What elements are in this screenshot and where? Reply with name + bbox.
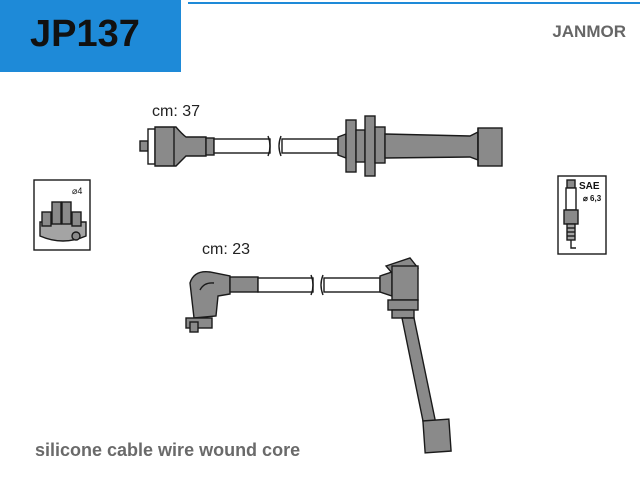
header-rule [188,2,640,4]
cable-23: cm: 23 [185,241,452,454]
cable-23-length-label: cm: 23 [202,241,250,258]
part-number: JP137 [30,13,140,55]
part-number-banner: JP137 [0,0,181,72]
cable-23-wire-left [257,277,314,293]
plug-terminal-type: SAE [579,181,600,192]
brand-name: JANMOR [552,22,626,41]
distributor-icon: ⌀4 [33,179,91,251]
cable-23-angled-boot [185,271,259,333]
cable-37-wire-right [281,138,339,154]
cable-37: cm: 37 [139,103,503,177]
cable-23-plug-boot [379,257,452,454]
distributor-terminal-count: ⌀4 [72,186,82,196]
cable-37-plug-boot [337,115,503,177]
cable-description: silicone cable wire wound core [35,440,301,460]
spark-plug-icon: SAE ⌀ 6,3 [557,175,607,255]
plug-terminal-size: ⌀ 6,3 [583,194,602,203]
cable-37-length-label: cm: 37 [152,103,200,120]
cable-23-wire-right [323,277,381,293]
cable-37-distributor-boot [139,126,215,167]
cable-37-wire-left [213,138,271,154]
